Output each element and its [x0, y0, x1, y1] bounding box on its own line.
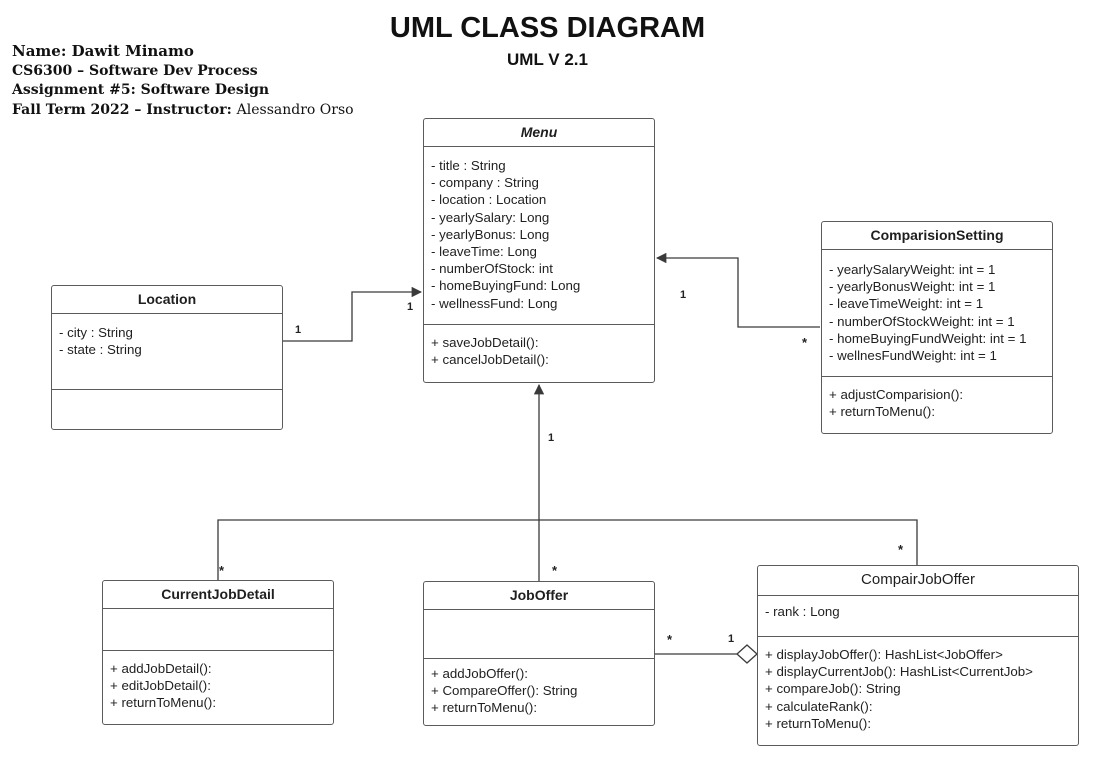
class-attributes: - city : String - state : String — [52, 314, 282, 390]
class-attribute: - numberOfStock: int — [431, 261, 553, 277]
multiplicity-menu-bottom: 1 — [548, 432, 555, 444]
class-attribute: - rank : Long — [765, 604, 840, 619]
multiplicity-menu-setting: 1 — [680, 289, 687, 301]
class-method: + returnToMenu(): — [765, 715, 872, 731]
term-line: Fall Term 2022 – Instructor: Alessandro … — [12, 101, 354, 121]
class-name: Menu — [424, 119, 654, 147]
class-attribute: - yearlySalary: Long — [431, 209, 550, 225]
class-methods: + adjustComparision(): + returnToMenu(): — [822, 377, 1052, 427]
class-attribute: - yearlyBonusWeight: int = 1 — [829, 279, 996, 295]
association-current-branch — [217, 519, 918, 580]
class-attributes — [103, 609, 333, 651]
multiplicity-setting: * — [802, 335, 808, 350]
multiplicity-location: 1 — [295, 324, 302, 336]
class-name: CurrentJobDetail — [103, 581, 333, 609]
aggregation-diamond — [736, 644, 758, 664]
term-text: Fall Term 2022 – Instructor: — [12, 101, 237, 118]
instructor-name: Alessandro Orso — [236, 101, 354, 118]
class-method: + addJobOffer(): — [431, 666, 528, 681]
class-method: + addJobDetail(): — [110, 661, 212, 676]
author-name: Name: Dawit Minamo — [12, 42, 194, 60]
diagram-title: UML CLASS DIAGRAM — [389, 12, 706, 44]
multiplicity-compare: * — [898, 542, 904, 557]
class-method: + saveJobDetail(): — [431, 335, 539, 350]
class-attribute: - homeBuyingFund: Long — [431, 278, 581, 294]
class-attribute: - company : String — [431, 175, 539, 191]
course-line: CS6300 – Software Dev Process — [12, 62, 258, 79]
class-name: JobOffer — [424, 582, 654, 610]
multiplicity-menu-location: 1 — [407, 301, 414, 313]
assignment-line: Assignment #5: Software Design — [12, 82, 270, 98]
class-location: Location - city : String - state : String — [51, 285, 283, 430]
author-info: Name: Dawit Minamo CS6300 – Software Dev… — [12, 42, 354, 120]
class-attribute: - location : Location — [431, 192, 547, 208]
class-attributes: - title : String - company : String- loca… — [424, 147, 654, 325]
multiplicity-offer-aggregation: * — [667, 632, 673, 647]
class-method: + displayCurrentJob(): HashList<CurrentJ… — [765, 664, 1033, 680]
class-method: + displayJobOffer(): HashList<JobOffer> — [765, 647, 1003, 662]
class-methods: + displayJobOffer(): HashList<JobOffer> +… — [758, 637, 1078, 739]
class-attribute: - wellnessFund: Long — [431, 295, 558, 311]
class-name: Location — [52, 286, 282, 314]
class-method: + calculateRank(): — [765, 698, 873, 714]
association-setting-menu — [655, 252, 820, 328]
multiplicity-current: * — [219, 563, 225, 578]
class-methods: + addJobDetail(): + editJobDetail():+ ret… — [103, 651, 333, 719]
class-method: + cancelJobDetail(): — [431, 352, 549, 368]
class-job-offer: JobOffer + addJobOffer(): + CompareOffer(… — [423, 581, 655, 726]
class-attributes: - yearlySalaryWeight: int = 1 - yearlyBon… — [822, 250, 1052, 377]
class-attribute: - homeBuyingFundWeight: int = 1 — [829, 330, 1027, 346]
diagram-subtitle: UML V 2.1 — [507, 50, 588, 69]
class-attribute: - numberOfStockWeight: int = 1 — [829, 313, 1015, 329]
class-methods: + saveJobDetail(): + cancelJobDetail(): — [424, 325, 654, 375]
class-attributes — [424, 610, 654, 659]
class-attribute: - state : String — [59, 342, 142, 358]
multiplicity-compare-aggregation: 1 — [728, 633, 735, 645]
class-method: + CompareOffer(): String — [431, 683, 578, 699]
class-comparision-setting: ComparisionSetting - yearlySalaryWeight:… — [821, 221, 1053, 434]
class-method: + editJobDetail(): — [110, 678, 211, 694]
association-location-menu — [283, 286, 423, 342]
class-name: CompairJobOffer — [758, 566, 1078, 596]
class-compair-job-offer: CompairJobOffer - rank : Long + displayJ… — [757, 565, 1079, 746]
class-methods: + addJobOffer(): + CompareOffer(): String… — [424, 659, 654, 724]
class-method: + returnToMenu(): — [829, 404, 936, 420]
class-method: + compareJob(): String — [765, 681, 901, 697]
class-method: + returnToMenu(): — [110, 695, 217, 711]
class-attribute: - title : String — [431, 158, 506, 173]
multiplicity-offer: * — [552, 563, 558, 578]
class-attributes: - rank : Long — [758, 596, 1078, 637]
class-attribute: - yearlySalaryWeight: int = 1 — [829, 262, 996, 277]
class-attribute: - leaveTime: Long — [431, 244, 537, 260]
class-methods — [52, 390, 282, 404]
class-current-job-detail: CurrentJobDetail + addJobDetail(): + edit… — [102, 580, 334, 725]
class-attribute: - leaveTimeWeight: int = 1 — [829, 296, 984, 312]
class-name: ComparisionSetting — [822, 222, 1052, 250]
class-attribute: - yearlyBonus: Long — [431, 226, 550, 242]
class-attribute: - city : String — [59, 325, 133, 340]
class-attribute: - wellnesFundWeight: int = 1 — [829, 348, 997, 364]
class-method: + returnToMenu(): — [431, 700, 538, 716]
class-menu: Menu - title : String- company : String-… — [423, 118, 655, 383]
class-method: + adjustComparision(): — [829, 387, 964, 402]
